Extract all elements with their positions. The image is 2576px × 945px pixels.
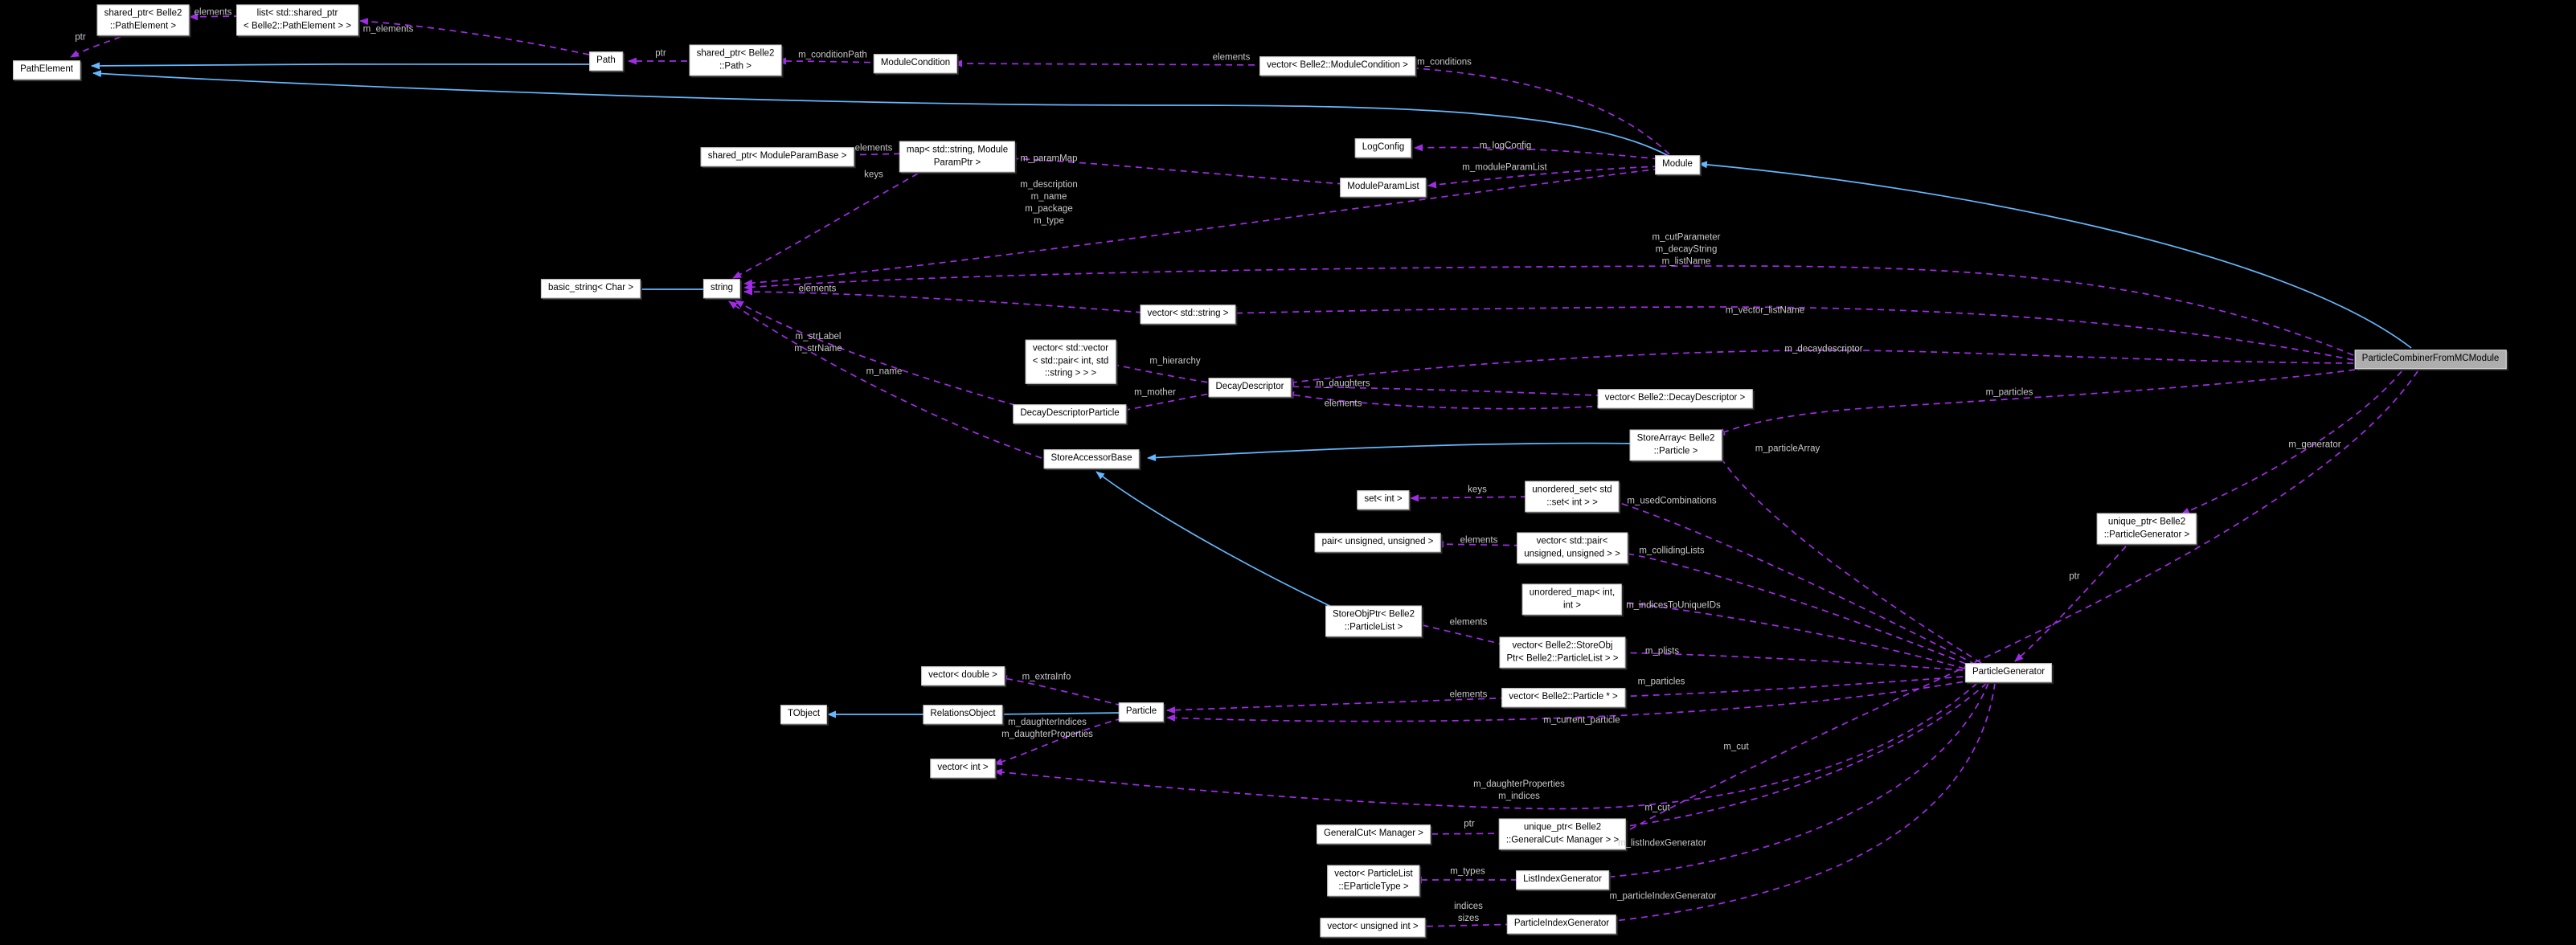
node-shared-ptr-pathelement[interactable]: shared_ptr< Belle2 ::PathElement >	[96, 4, 190, 36]
edge-use-mstrlabel	[735, 300, 1027, 409]
node-particlecombinerfrommcmodule[interactable]: ParticleCombinerFromMCModule	[2354, 350, 2507, 369]
node-vector-double[interactable]: vector< double >	[921, 666, 1005, 685]
node-vector-particle-ptr[interactable]: vector< Belle2::Particle * >	[1501, 688, 1625, 707]
edge-use-elements-sharedptrpathelement	[189, 13, 241, 21]
edge-use-mindicestouniqueids	[1613, 598, 1976, 673]
node-basic-string[interactable]: basic_string< Char >	[540, 279, 641, 298]
node-modulecondition[interactable]: ModuleCondition	[873, 54, 958, 73]
node-shared-ptr-path[interactable]: shared_ptr< Belle2 ::Path >	[689, 44, 782, 76]
edge-use-mconditions	[1404, 64, 1670, 155]
edge-inherit-module-pathelement	[92, 70, 1669, 157]
edge-inherit-path-pathelement	[91, 62, 590, 70]
edge-use-mvectorlistname	[1226, 306, 2354, 361]
edge-use-mdaughterproperties	[993, 682, 1978, 810]
edge-use-mparammap	[1008, 154, 1345, 185]
node-list-shared-ptr-pathelement[interactable]: list< std::shared_ptr < Belle2::PathElem…	[236, 4, 358, 36]
node-storeobjptr[interactable]: StoreObjPtr< Belle2 ::ParticleList >	[1325, 605, 1422, 637]
node-particlegenerator[interactable]: ParticleGenerator	[1964, 663, 2053, 682]
edge-use-mdecaydescriptor	[1285, 349, 2354, 387]
node-vector-eparticletype[interactable]: vector< ParticleList ::EParticleType >	[1327, 865, 1420, 897]
edge-use-mcut-main	[1615, 370, 2418, 838]
node-relationsobject[interactable]: RelationsObject	[923, 705, 1003, 724]
node-tobject[interactable]: TObject	[780, 705, 828, 724]
node-vector-int[interactable]: vector< int >	[930, 759, 996, 778]
edge-use-elements-particle	[1166, 697, 1519, 714]
node-unique-ptr-particlegenerator[interactable]: unique_ptr< Belle2 ::ParticleGenerator >	[2096, 513, 2197, 545]
edge-use-mname	[728, 301, 1042, 459]
node-particleindexgenerator[interactable]: ParticleIndexGenerator	[1506, 914, 1617, 934]
node-unordered-map[interactable]: unordered_map< int, int >	[1521, 583, 1623, 616]
edge-use-ptr-particlegenerator	[2014, 546, 2127, 662]
edge-use-melements-list	[359, 18, 590, 55]
edge-use-elements-decaydescriptor	[1285, 391, 1616, 410]
node-unordered-set[interactable]: unordered_set< std ::set< int > >	[1525, 481, 1620, 513]
node-vector-storeobjptr[interactable]: vector< Belle2::StoreObj Ptr< Belle2::Pa…	[1499, 636, 1626, 669]
node-vector-unsigned-int[interactable]: vector< unsigned int >	[1320, 918, 1426, 937]
node-vector-string[interactable]: vector< std::string >	[1140, 305, 1236, 324]
edge-use-elements-modulecondition	[953, 59, 1278, 68]
node-pair-unsigned[interactable]: pair< unsigned, unsigned >	[1314, 533, 1441, 552]
node-vector-decaydescriptor[interactable]: vector< Belle2::DecayDescriptor >	[1597, 389, 1753, 408]
edge-use-ptr-pathelement	[70, 36, 121, 58]
node-decaydescriptor[interactable]: DecayDescriptor	[1208, 378, 1292, 397]
edge-use-mcutparameter	[743, 265, 2354, 356]
edge-use-mextrainfo	[998, 675, 1123, 706]
edge-use-mparticleindexgenerator	[1606, 682, 1996, 925]
edge-use-mhierarchy	[1107, 361, 1219, 385]
node-shared-ptr-moduleparambase[interactable]: shared_ptr< ModuleParamBase >	[700, 147, 854, 166]
node-generalcut[interactable]: GeneralCut< Manager >	[1316, 824, 1431, 844]
edge-use-mdescription	[743, 168, 1661, 287]
edge-use-elements-string	[743, 288, 1154, 314]
node-particle[interactable]: Particle	[1118, 702, 1165, 722]
node-storearray-particle[interactable]: StoreArray< Belle2 ::Particle >	[1629, 429, 1722, 461]
node-unique-ptr-generalcut[interactable]: unique_ptr< Belle2 ::GeneralCut< Manager…	[1498, 818, 1627, 850]
edge-inherit-storeobjptr-storeaccessorbase	[1096, 471, 1341, 612]
edge-use-mmoduleparamlist	[1427, 166, 1660, 189]
node-logconfig[interactable]: LogConfig	[1354, 138, 1412, 158]
edge-use-mcut-pg	[1614, 682, 1988, 831]
node-vector-pair-unsigned[interactable]: vector< std::pair< unsigned, unsigned > …	[1517, 532, 1628, 564]
node-storeaccessorbase[interactable]: StoreAccessorBase	[1043, 449, 1140, 468]
edge-use-mparticles-vector	[1614, 675, 1975, 701]
edge-use-indices-sizes	[1417, 922, 1524, 931]
edge-inherit-main-module	[1698, 161, 2412, 349]
node-listindexgenerator[interactable]: ListIndexGenerator	[1516, 870, 1609, 890]
node-path[interactable]: Path	[589, 51, 623, 71]
edge-use-musedcombinations	[1612, 499, 1976, 665]
edge-inherit-particle-relationsobject	[994, 710, 1124, 718]
edge-use-mmother	[1117, 391, 1219, 414]
node-string[interactable]: string	[702, 279, 741, 298]
node-vector-vector-pair[interactable]: vector< std::vector < std::pair< int, st…	[1025, 339, 1116, 384]
node-vector-modulecondition[interactable]: vector< Belle2::ModuleCondition >	[1259, 56, 1415, 76]
edge-use-mparticlearray	[1716, 451, 1982, 664]
edge-use-mplists	[1615, 648, 1975, 672]
edge-use-keys-setint	[1410, 494, 1539, 502]
edge-use-mparticles-storearray	[1716, 369, 2356, 436]
node-decaydescriptorparticle[interactable]: DecayDescriptorParticle	[1013, 404, 1127, 423]
edge-use-mdaughters	[1280, 386, 1616, 400]
edge-use-mdaughterindices	[993, 718, 1123, 766]
edge-use-mlistindexgenerator	[1602, 682, 1989, 881]
edge-use-keys-string	[732, 173, 919, 279]
node-module[interactable]: Module	[1655, 155, 1700, 174]
edge-inherit-storearray-storeaccessorbase	[1147, 442, 1640, 461]
node-moduleparamlist[interactable]: ModuleParamList	[1340, 178, 1427, 197]
node-set-int[interactable]: set< int >	[1357, 490, 1410, 509]
edge-use-mcollidinglists	[1618, 550, 1976, 669]
node-map-string-moduleparamptr[interactable]: map< std::string, Module ParamPtr >	[899, 141, 1016, 173]
edge-use-mconditionpath	[777, 57, 883, 65]
edge-use-elements-pair	[1435, 540, 1533, 548]
edge-use-mgenerator	[2181, 370, 2402, 515]
node-pathelement[interactable]: PathElement	[13, 60, 80, 80]
edge-use-mlogconfig	[1414, 144, 1660, 160]
